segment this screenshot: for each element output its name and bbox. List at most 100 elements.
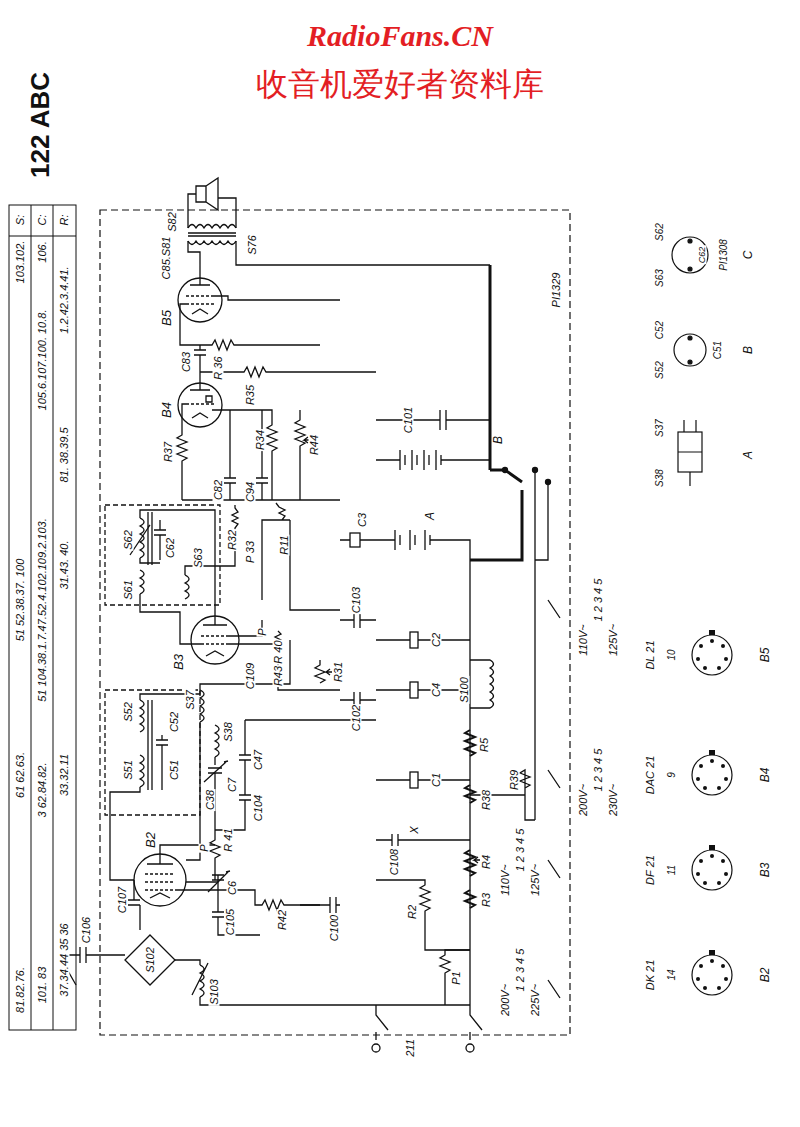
part-label: C52 <box>169 711 180 733</box>
part-label: A <box>424 511 436 521</box>
part-label: C38 <box>205 789 216 811</box>
part-label: X <box>409 825 420 834</box>
battery-and-switch <box>376 689 470 690</box>
output-stage <box>194 345 206 383</box>
detector-stage <box>256 410 268 500</box>
table-cell: 3 62.84.82. <box>37 761 48 818</box>
voltage-label: 200V~ <box>500 983 511 1017</box>
plug-label: S38 <box>655 468 665 488</box>
tube-type: DAC 21 <box>645 755 656 796</box>
battery-and-switch <box>465 850 475 908</box>
mixer-stage <box>105 690 200 815</box>
part-label: R35 <box>245 384 256 406</box>
detector-stage <box>224 410 236 500</box>
battery-and-switch <box>470 470 522 560</box>
mixer-stage <box>215 720 251 830</box>
part-label: S61 <box>123 579 134 601</box>
plug-label: C62 <box>698 246 707 265</box>
if-stage <box>229 503 290 636</box>
battery-and-switch <box>410 682 418 698</box>
voltage-label: 200V~ <box>578 783 589 817</box>
part-label: S103 <box>209 978 220 1006</box>
part-label: 211 <box>405 1038 416 1058</box>
plug-label: A <box>742 450 754 460</box>
battery-and-switch <box>376 639 470 640</box>
voltage-label: 125V~ <box>608 623 619 657</box>
switch-positions: 1 2 3 4 5 <box>515 948 526 993</box>
if-stage <box>201 636 229 644</box>
watermark: 收音机爱好者资料库 <box>255 68 545 100</box>
part-label: C106 <box>81 916 92 944</box>
part-label: S62 <box>123 529 134 551</box>
output-stage <box>190 278 210 285</box>
mixer-stage <box>300 897 340 913</box>
output-stage <box>178 278 222 322</box>
mixer-stage <box>128 880 140 930</box>
mains-terminals <box>372 600 560 1052</box>
part-label: C2 <box>431 632 442 648</box>
mains-terminals <box>372 1044 380 1052</box>
part-label: C107 <box>117 886 128 914</box>
if-stage <box>290 520 340 610</box>
part-label: C62 <box>165 537 176 559</box>
if-stage <box>148 512 152 565</box>
battery-and-switch <box>535 470 548 820</box>
parts-table-grid <box>9 205 76 1030</box>
voltage-label: 110V~ <box>500 863 511 896</box>
battery-and-switch <box>470 770 535 820</box>
switch-positions: 1 2 3 4 5 <box>593 578 604 623</box>
table-cell: C: <box>37 214 48 227</box>
mixer-stage <box>110 640 290 880</box>
part-label: C82 <box>213 479 224 501</box>
mixer-stage <box>145 874 175 890</box>
if-stage <box>105 505 220 605</box>
part-label: R4 <box>481 854 492 870</box>
tube-type: DK 21 <box>645 959 656 992</box>
voltage-label: 125V~ <box>530 863 541 897</box>
part-label: C101 <box>403 406 414 434</box>
detector-stage <box>177 404 187 500</box>
tube-label: B4 <box>160 401 173 419</box>
plug-drawings <box>674 334 706 366</box>
if-stage <box>140 594 201 644</box>
mixer-stage <box>156 735 168 790</box>
plug-drawings <box>688 360 692 364</box>
part-label: S102 <box>145 946 156 974</box>
part-label: C94 <box>245 481 256 503</box>
part-label: C102 <box>351 704 362 732</box>
detector-stage <box>192 396 212 418</box>
mixer-stage <box>148 700 152 790</box>
part-label: C6 <box>227 880 238 896</box>
output-stage <box>180 304 320 350</box>
if-stage <box>340 612 376 628</box>
detector-stage <box>186 403 214 404</box>
table-cell: 33.32.11 <box>59 753 70 797</box>
table-cell: 61 62.63. <box>15 751 26 799</box>
tube-socket-diagrams <box>692 950 732 995</box>
part-label: C47 <box>253 749 264 771</box>
tube-label: B4 <box>759 767 771 784</box>
if-stage <box>340 539 376 540</box>
mixer-stage <box>134 854 186 906</box>
table-cell: 1.2.42.3.4.41. <box>59 265 70 334</box>
drawing-number: PI1329 <box>551 272 562 309</box>
mixer-stage <box>150 893 170 898</box>
output-stage <box>214 296 340 300</box>
switch-positions: 1 2 3 4 5 <box>593 748 604 793</box>
if-stage <box>185 505 238 575</box>
if-stage <box>350 533 360 547</box>
parts-table-grid <box>9 205 76 1030</box>
tube-label: B2 <box>759 967 771 984</box>
part-label: R32 <box>227 529 238 551</box>
part-label: C51 <box>169 759 180 781</box>
detector-stage <box>190 383 210 390</box>
if-stage <box>105 503 376 708</box>
battery-and-switch <box>503 468 508 473</box>
battery-and-switch <box>410 632 418 648</box>
part-label: R38 <box>481 789 492 811</box>
part-label: S37 <box>185 689 196 711</box>
plug-label: PI1308 <box>719 238 729 272</box>
part-label: R 41 <box>223 827 234 852</box>
tube-socket-diagrams <box>692 750 732 795</box>
